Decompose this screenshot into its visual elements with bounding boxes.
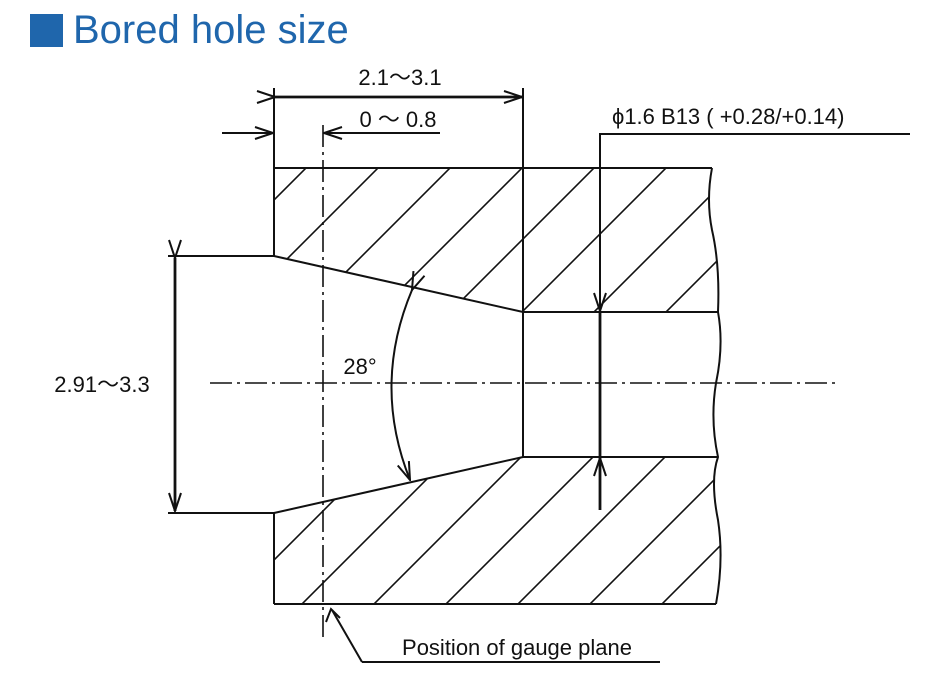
depth-range-label: 2.1～3.1 [358,65,441,90]
hatch-line [349,457,721,604]
hatch-line [274,457,721,604]
hatch-line [493,457,721,604]
gauge-plane-arrow-icon [325,607,341,623]
hatch-line [421,457,721,604]
hatch-line [274,457,721,604]
title-text: Bored hole size [73,8,349,52]
hatch-line [274,457,663,604]
hatch-line [565,168,719,312]
hatch-line [277,457,721,604]
hatch-line [274,168,719,312]
bore-diameter-label: ϕ1.6 B13 ( +0.28/+0.14) [612,104,844,129]
square-bullet-icon [30,14,63,47]
angle-arc [390,290,412,480]
entry-extension-lines [168,255,274,514]
cone-angle-label: 28° [343,354,376,379]
hatch-line [274,168,519,312]
section-title: Bored hole size [30,8,349,53]
hatching-lower [274,457,721,604]
hatch-line [349,168,719,312]
hatch-line [277,168,719,312]
hatch-line [274,168,663,312]
gauge-offset-label: 0 ～ 0.8 [359,107,436,132]
hatch-line [637,168,719,312]
hatch-line [565,457,721,604]
hatch-line [421,168,719,312]
bore-leader-top [600,133,910,311]
gauge-plane-leader [331,609,660,663]
hatch-line [274,457,303,604]
hatch-line [274,168,591,312]
hatch-line [274,168,447,312]
hatch-line [274,168,719,312]
hatch-line [637,457,721,604]
gauge-plane-label: Position of gauge plane [402,635,632,660]
part-outline [273,88,722,605]
hatching-upper [274,168,719,312]
entry-diameter-label: 2.91～3.3 [54,372,149,397]
hatch-line [274,168,303,312]
